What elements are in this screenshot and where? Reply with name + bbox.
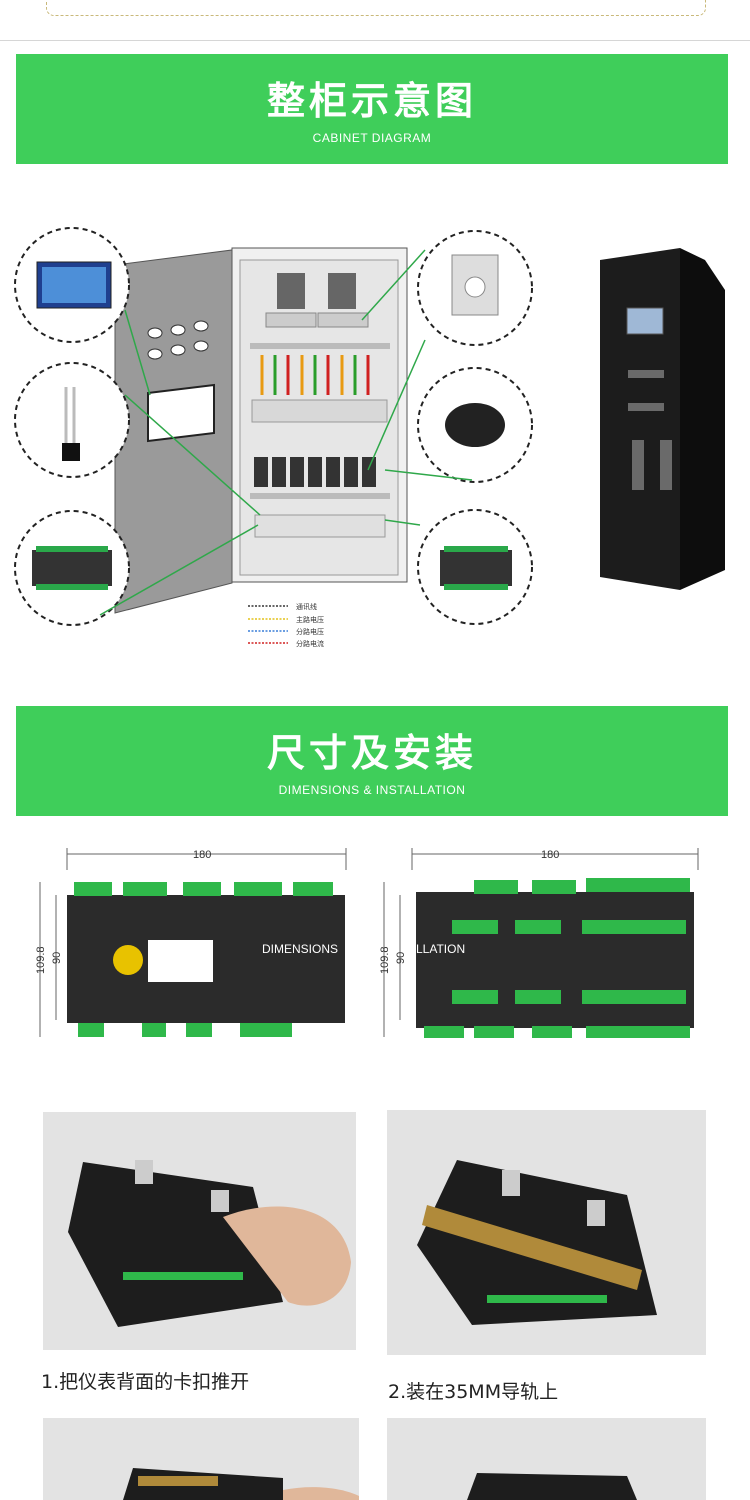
monitoring-module (254, 514, 386, 538)
height-inner-label-left: 90 (51, 952, 63, 964)
meter-device-branch (416, 892, 694, 1028)
width-label-left: 180 (193, 849, 211, 861)
install-photo-1 (43, 1112, 356, 1350)
cable-connector-icon (62, 443, 80, 461)
wire-legend: 通讯线 主路电压 分路电压 分路电流 (248, 602, 324, 648)
tower-screen (626, 307, 664, 335)
main-breaker-2 (328, 273, 356, 309)
section-divider (0, 40, 750, 41)
top-dashed-box (46, 0, 706, 16)
branch-wires (260, 355, 370, 395)
main-breaker-1 (277, 273, 305, 309)
dimension-drawings: 180 109.8 90 DIMENSIONS 180 109.8 90 (35, 848, 699, 1038)
legend-branch-voltage: 分路电压 (296, 627, 324, 636)
legend-comm: 通讯线 (296, 602, 317, 611)
door-buttons (147, 320, 209, 360)
install-photo-3 (43, 1418, 359, 1500)
height-outer-label-left: 109.8 (35, 946, 47, 974)
brand-logo-badge (113, 945, 143, 975)
height-outer-label-right: 109.8 (379, 946, 391, 974)
install-photo-2 (387, 1110, 706, 1355)
banner-title-en: CABINET DIAGRAM (312, 131, 432, 145)
overlay-text-right: LLATION (416, 942, 465, 956)
cabinet-diagram-illustration: 通讯线 主路电压 分路电压 分路电流 (14, 227, 725, 648)
callout-cable (14, 362, 130, 478)
legend-branch-current: 分路电流 (296, 639, 324, 648)
height-inner-label-right: 90 (395, 952, 407, 964)
banner-title-cn: 尺寸及安装 (266, 731, 477, 775)
tower-cabinet-front (600, 248, 680, 590)
branch-module-icon (440, 550, 512, 586)
dimensions-banner: 尺寸及安装 DIMENSIONS & INSTALLATION (16, 706, 728, 816)
legend-main-voltage: 主路电压 (296, 615, 324, 624)
banner-title-cn: 整柜示意图 (266, 79, 477, 123)
meter-module-icon (32, 550, 112, 586)
door-window (147, 383, 215, 443)
device-label-sticker (148, 940, 213, 982)
step2-caption: 2.装在35MM导轨上 (388, 1381, 559, 1403)
step1-caption: 1.把仪表背面的卡扣推开 (41, 1371, 250, 1393)
split-ct-icon (445, 403, 505, 447)
install-photo-4 (387, 1418, 706, 1500)
current-transformers (254, 457, 376, 487)
tower-cabinet-side (680, 248, 725, 590)
branch-breakers (251, 399, 388, 423)
width-label-right: 180 (541, 849, 559, 861)
overlay-text-left: DIMENSIONS (262, 942, 338, 956)
leader-lines (99, 249, 473, 616)
banner-title-en: DIMENSIONS & INSTALLATION (278, 783, 466, 797)
cabinet-diagram-banner: 整柜示意图 CABINET DIAGRAM (16, 54, 728, 164)
